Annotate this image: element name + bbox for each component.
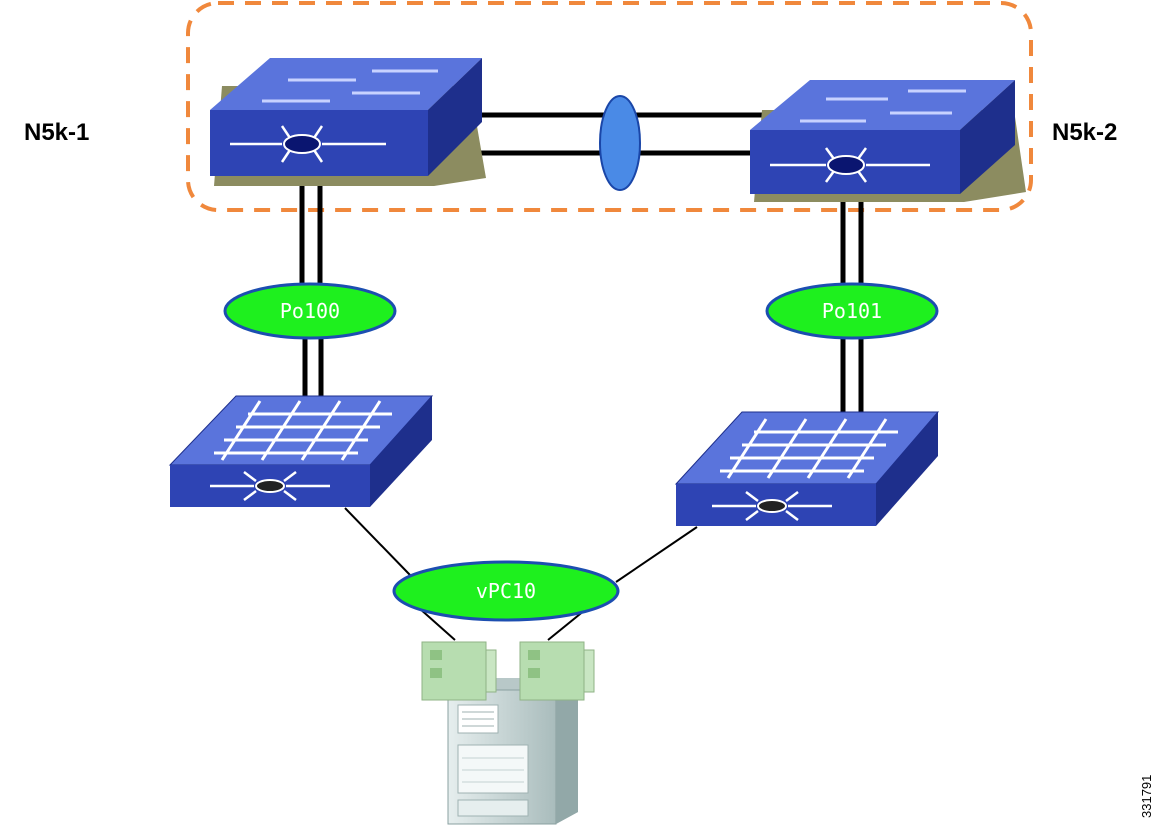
n5k-2-label: N5k-2 xyxy=(1052,119,1117,146)
server-icon xyxy=(447,678,578,825)
vpc-peer-domain-boundary xyxy=(186,1,1033,212)
uplink-po101-to-fex-right xyxy=(840,330,864,412)
port-channel-po101: Po101 xyxy=(765,282,939,340)
n5k-1-label: N5k-1 xyxy=(24,119,89,146)
po100-label: Po100 xyxy=(280,299,340,323)
fex-right-switch-icon xyxy=(674,411,940,526)
port-channel-po100: Po100 xyxy=(223,282,397,340)
fex-left-switch-icon xyxy=(168,395,434,507)
uplink-po100-to-fex-left xyxy=(302,330,324,402)
vpc10-label: vPC10 xyxy=(476,579,536,603)
n5k-1-switch-icon xyxy=(210,58,486,186)
n5k-2-switch-icon xyxy=(750,80,1026,202)
server-nic-left-icon xyxy=(421,641,497,701)
peer-link-port-channel-oval xyxy=(599,95,641,191)
uplink-n5k2-to-po101 xyxy=(840,195,864,292)
figure-id-label: 331791 xyxy=(1139,775,1154,818)
uplink-n5k1-to-po100 xyxy=(299,180,323,292)
server-nic-right-icon xyxy=(519,641,595,701)
port-channel-vpc10: vPC10 xyxy=(392,560,620,622)
po101-label: Po101 xyxy=(822,299,882,323)
